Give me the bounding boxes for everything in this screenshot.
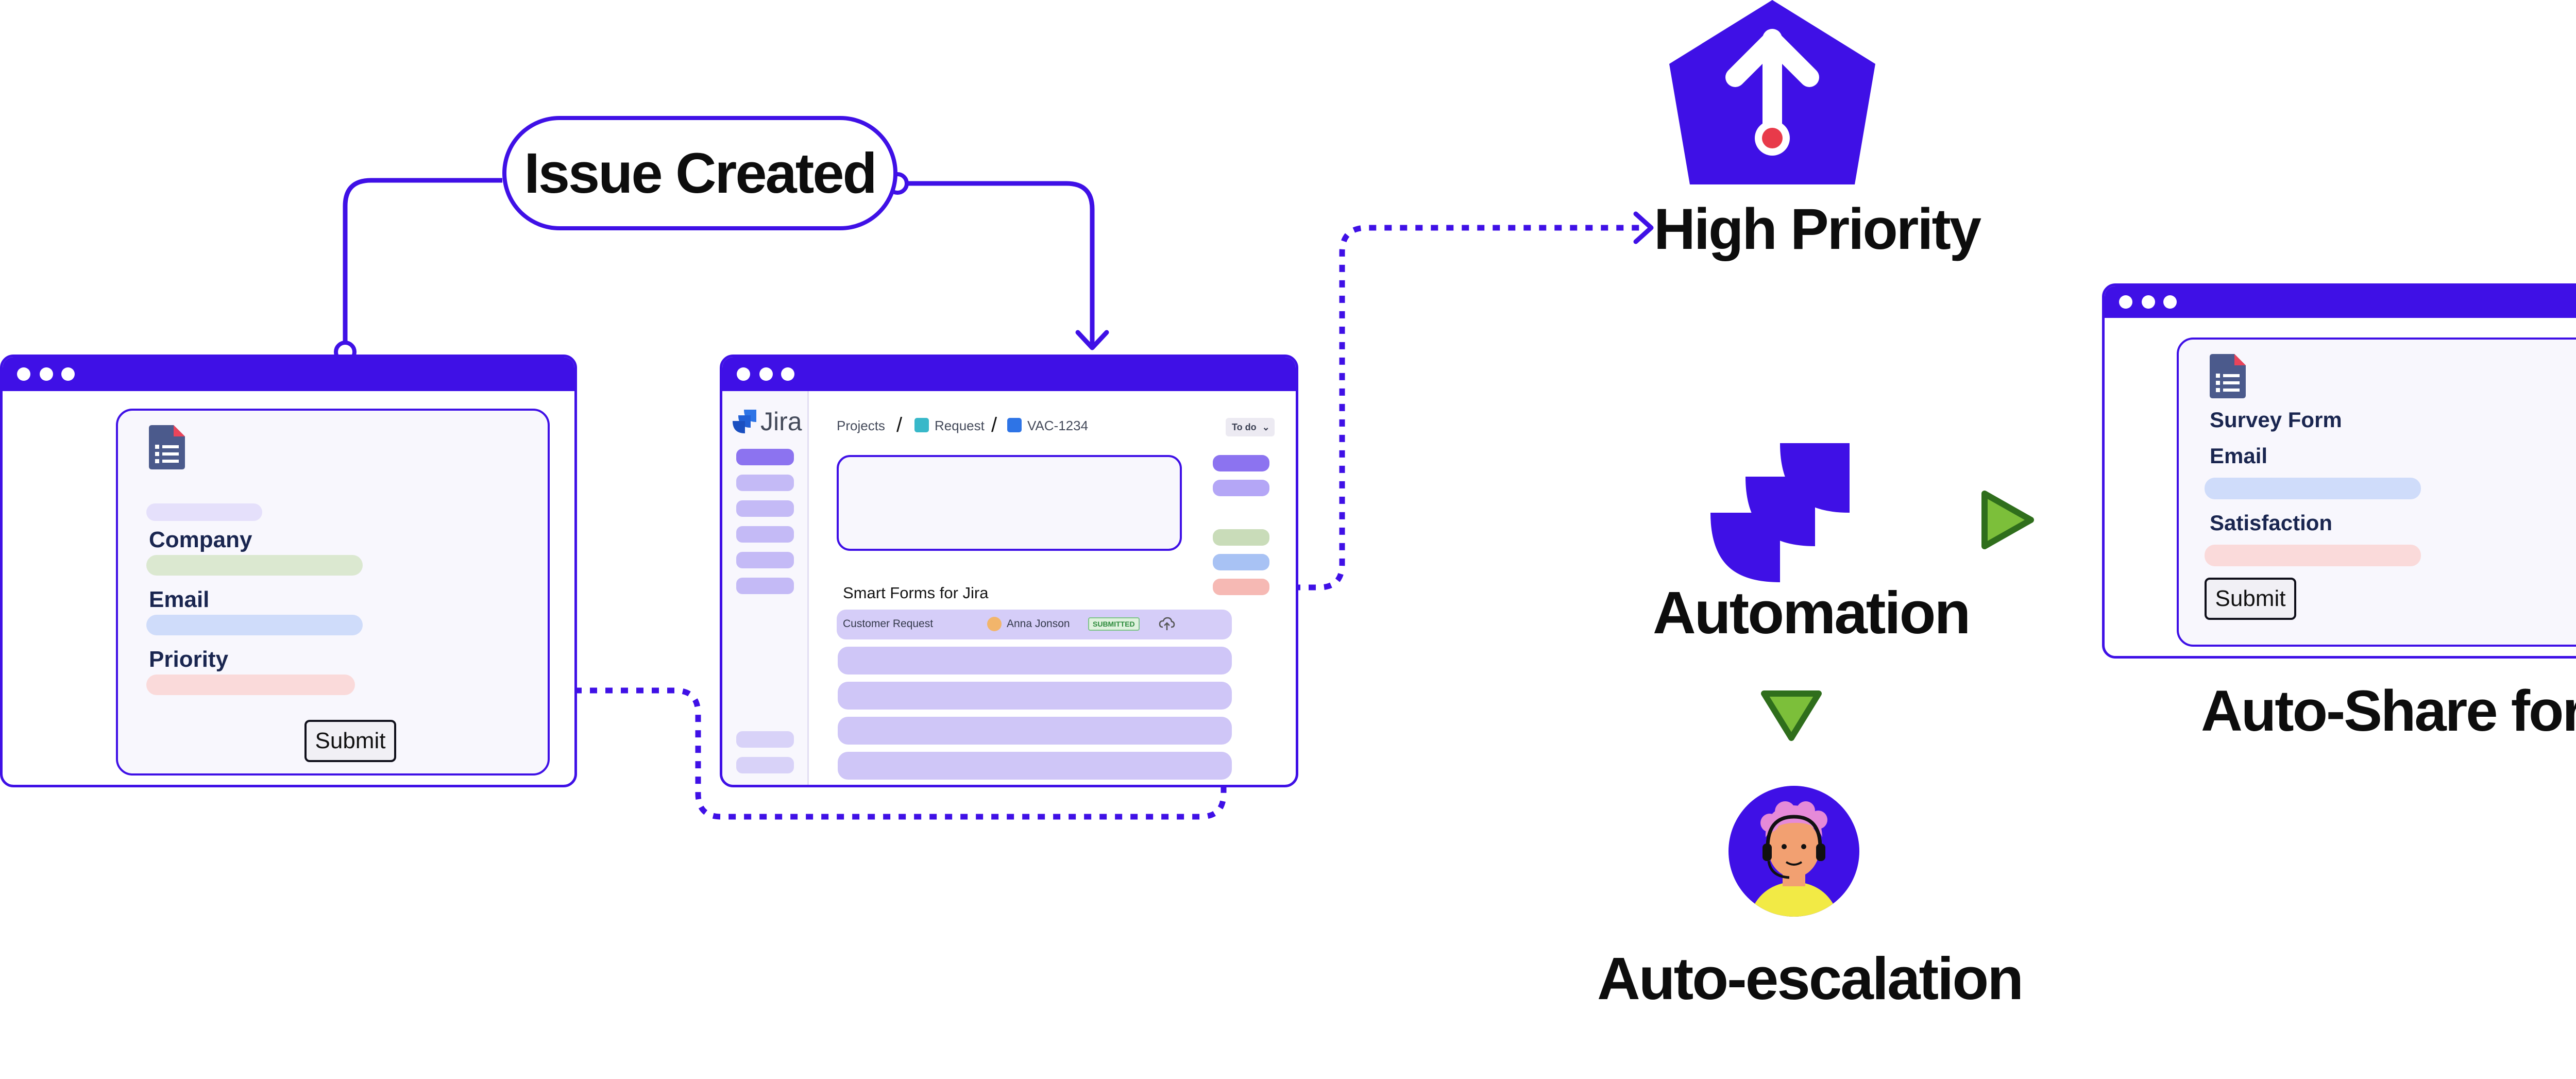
status-dropdown[interactable]: To do ⌄ [1226,418,1275,436]
sidebar-item[interactable] [736,757,794,773]
connector-arrowhead-high-priority [1633,211,1654,244]
sidebar-item[interactable] [736,552,794,568]
jira-logo-icon [733,410,756,433]
survey-email-label: Email [2210,444,2268,468]
issue-created-label: Issue Created [524,142,877,205]
status-item[interactable] [1213,529,1269,546]
satisfaction-label: Satisfaction [2210,511,2333,535]
auto-escalation-label: Auto-escalation [1597,945,2024,1012]
status-item[interactable] [1213,455,1269,471]
auto-share-form-label: Auto-Share form [2201,679,2576,743]
form-window-titlebar [3,357,574,391]
list-row[interactable] [838,717,1232,745]
sidebar-item[interactable] [736,475,794,491]
form-row-type: Customer Request [843,618,934,630]
submit-button[interactable]: Submit [304,720,396,762]
connector-priority-to-jira [358,605,1227,820]
form-row-assignee: Anna Jonson [1007,618,1070,630]
list-row[interactable] [838,647,1232,675]
request-type-icon [914,418,929,432]
chevron-down-icon: ⌄ [1262,422,1270,432]
list-row[interactable] [838,682,1232,710]
window-dot [17,367,30,381]
status-item[interactable] [1213,480,1269,496]
section-title: Smart Forms for Jira [843,584,989,602]
issue-type-icon [1007,418,1022,432]
window-dot [737,367,750,381]
priority-pentagon-icon [1669,0,1875,184]
email-label: Email [149,587,210,612]
play-arrow-icon [1981,491,2034,549]
form-document-icon [2210,354,2246,398]
window-dot [2163,295,2177,309]
email-field[interactable] [146,615,363,635]
breadcrumb-issue-key[interactable]: VAC-1234 [1027,418,1089,433]
form-window: Company Email Priority Submit [0,355,577,787]
shared-form-window-titlebar [2105,286,2576,318]
status-item[interactable] [1213,554,1269,570]
window-dot [2142,295,2155,309]
window-dot [781,367,794,381]
window-dot [2119,295,2132,309]
company-field[interactable] [146,555,363,576]
form-row[interactable]: Customer Request Anna Jonson SUBMITTED [837,610,1232,639]
priority-label: Priority [149,647,229,672]
breadcrumb-projects[interactable]: Projects [837,418,885,433]
sidebar-item[interactable] [736,526,794,543]
sidebar-item[interactable] [736,500,794,517]
description-box[interactable] [837,455,1182,551]
breadcrumb-separator: / [896,414,903,436]
breadcrumb-request[interactable]: Request [935,418,985,433]
satisfaction-field[interactable] [2205,545,2421,566]
survey-form-title: Survey Form [2210,408,2342,432]
priority-status-item[interactable] [1213,579,1269,595]
shared-form-window: Survey Form Email Satisfaction Submit [2102,283,2576,659]
sidebar-item[interactable] [736,731,794,748]
priority-field[interactable] [146,675,355,695]
connector-trigger-to-form [343,178,502,350]
high-priority-label: High Priority [1654,197,1981,261]
sidebar-item[interactable] [736,578,794,594]
survey-email-field[interactable] [2205,478,2421,499]
window-dot [61,367,75,381]
avatar [987,617,1002,631]
automation-label: Automation [1653,579,1971,646]
company-label: Company [149,527,252,552]
jira-window: Jira Projects / Request / VAC-1234 To do… [720,355,1298,787]
survey-submit-button[interactable]: Submit [2205,578,2296,620]
status-badge: SUBMITTED [1088,617,1140,631]
connector-trigger-to-jira [907,181,1095,345]
sidebar-item[interactable] [736,449,794,465]
form-document-icon [149,425,185,469]
upload-icon[interactable] [1159,616,1175,632]
breadcrumb-separator: / [991,414,997,436]
jira-logo-text: Jira [760,407,802,436]
form-card: Company Email Priority Submit [116,409,550,775]
form-placeholder-bar [146,503,262,521]
window-dot [759,367,773,381]
connector-arrowhead-jira [1075,330,1109,350]
survey-form-card: Survey Form Email Satisfaction Submit [2177,338,2576,647]
jira-window-titlebar [722,357,1296,391]
support-agent-avatar [1728,786,1859,917]
issue-created-trigger: Issue Created [502,116,897,230]
jira-automation-icon [1710,443,1850,582]
list-row[interactable] [838,752,1232,780]
window-dot [40,367,53,381]
status-dropdown-label: To do [1232,422,1257,432]
down-arrow-icon [1761,690,1822,741]
connector-jira-to-high-priority [1278,225,1643,591]
